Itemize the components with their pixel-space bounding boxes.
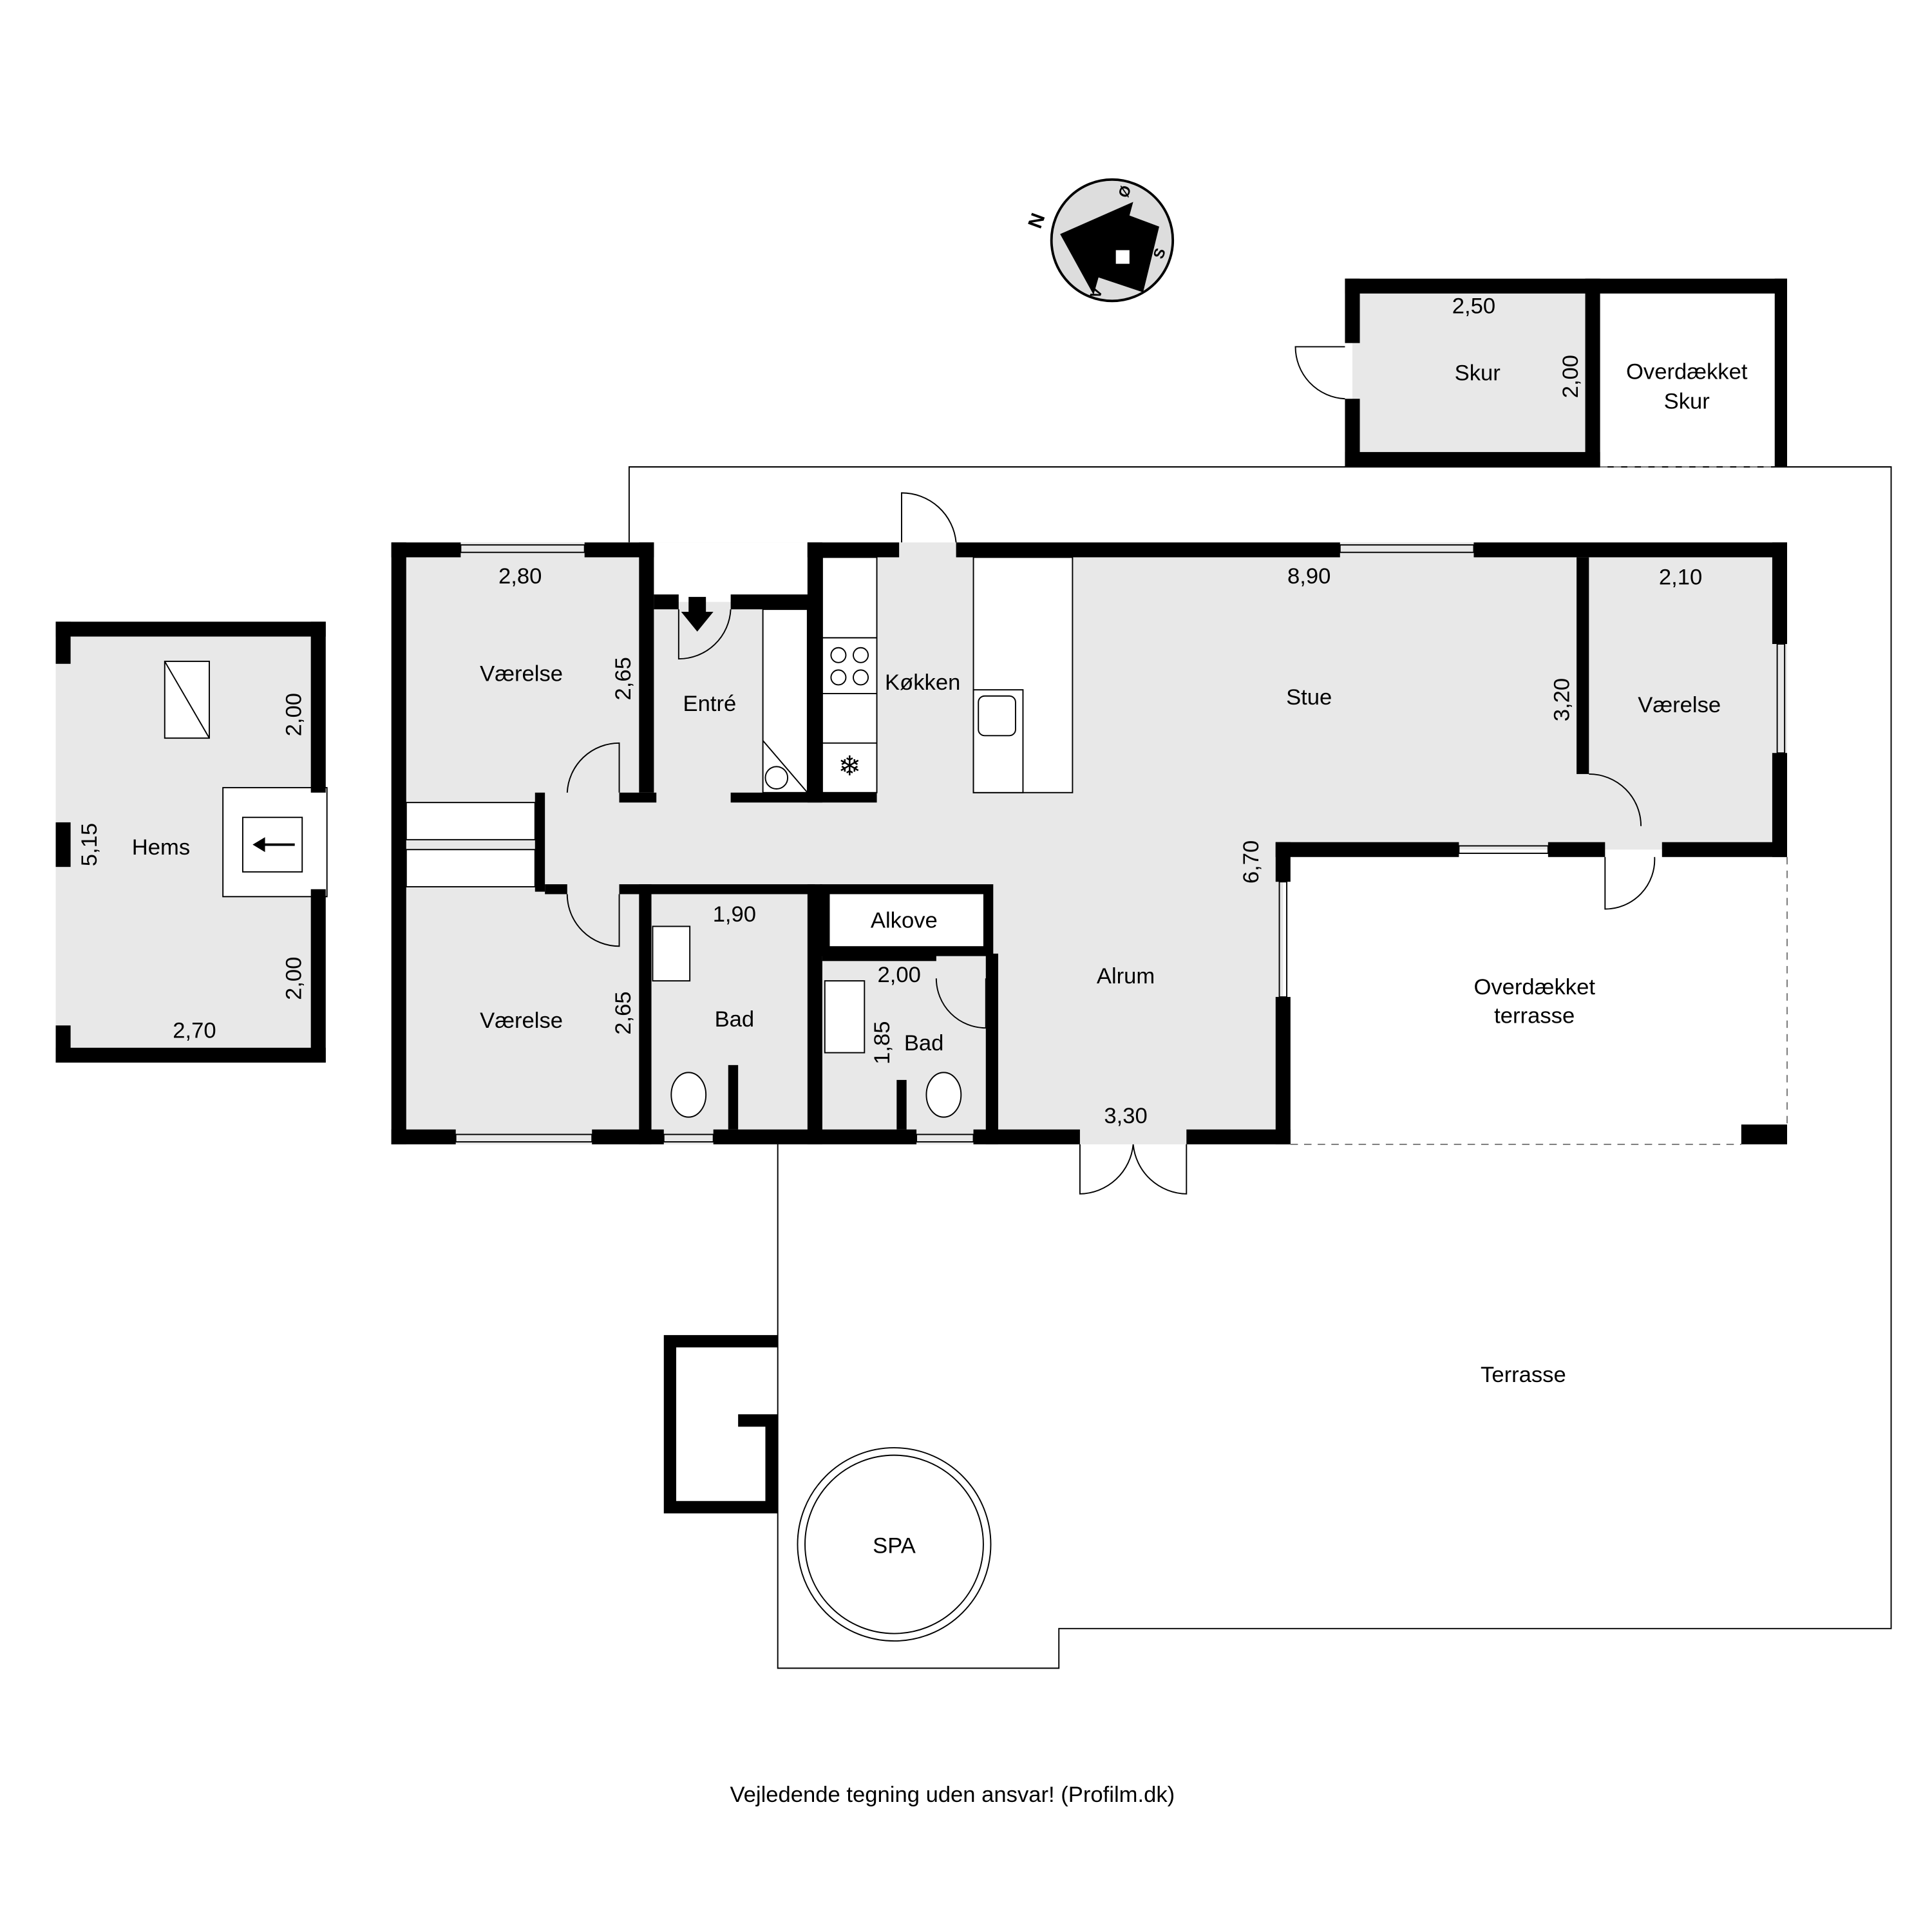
room-label: Værelse xyxy=(1638,693,1721,717)
alkove-room xyxy=(820,884,994,956)
room-label: Terrasse xyxy=(1481,1363,1566,1387)
room-label: Entré xyxy=(683,692,737,716)
dimension-label: 3,30 xyxy=(1104,1104,1147,1128)
dimension-label: 6,70 xyxy=(1239,840,1264,884)
room-label: Stue xyxy=(1286,685,1332,710)
door-overdaekket[interactable] xyxy=(1604,857,1656,910)
closet xyxy=(405,802,536,840)
dimension-label: 2,10 xyxy=(1659,565,1702,590)
dimension-label: 1,85 xyxy=(870,1021,895,1065)
spa-tub-inner xyxy=(804,1454,984,1634)
dimension-label: 2,00 xyxy=(877,963,920,987)
room-label: Bad xyxy=(715,1007,755,1032)
room-label: Værelse xyxy=(480,662,563,687)
door-kitchen[interactable] xyxy=(901,492,957,543)
svg-text:S: S xyxy=(1150,246,1169,261)
toilet-icon xyxy=(925,1072,962,1118)
freezer-icon: ❄ xyxy=(838,751,861,781)
front-door[interactable] xyxy=(677,609,732,660)
sink-basin xyxy=(978,695,1016,737)
washer-dryer-icon xyxy=(762,740,808,793)
room-label: Skur xyxy=(1664,390,1710,414)
dimension-label: 2,00 xyxy=(281,957,306,1000)
spa-tub xyxy=(797,1447,992,1642)
door-vaerelse[interactable] xyxy=(566,894,620,947)
entrance-arrow-icon xyxy=(681,596,714,632)
dimension-label: 2,65 xyxy=(611,991,636,1034)
bath-sink xyxy=(652,925,691,982)
dimension-label: 1,90 xyxy=(713,902,756,927)
room-label: SPA xyxy=(873,1534,916,1558)
outdoor-wall xyxy=(663,1335,778,1513)
svg-text:V: V xyxy=(1086,285,1106,301)
room-label: terrasse xyxy=(1494,1003,1575,1028)
windows xyxy=(455,544,1786,1143)
hems-building xyxy=(55,621,328,1063)
door-bad[interactable] xyxy=(935,978,987,1029)
labels: Værelse Værelse Værelse Entré Køkken Stu… xyxy=(77,294,1748,1808)
door-terrace[interactable] xyxy=(1079,1144,1188,1195)
room-label: Overdækket xyxy=(1473,975,1595,999)
dryer-icon xyxy=(764,766,789,790)
room-label: Køkken xyxy=(885,670,960,695)
dimension-label: 2,65 xyxy=(611,657,636,700)
house-floor xyxy=(391,542,1788,1147)
terrace-outline xyxy=(628,466,1892,1669)
bath-sink xyxy=(824,980,866,1054)
svg-text:N: N xyxy=(1023,210,1049,231)
room-label: Værelse xyxy=(480,1009,563,1033)
skur-building xyxy=(1294,278,1787,468)
dimension-label: 2,00 xyxy=(1558,355,1583,398)
door-vaerelse-right[interactable] xyxy=(1589,773,1642,826)
footer-disclaimer: Vejledende tegning uden ansvar! (Profilm… xyxy=(730,1783,1175,1807)
dimension-label: 2,00 xyxy=(281,693,306,736)
room-label: Overdækket xyxy=(1626,359,1748,384)
stove-icon xyxy=(822,637,877,744)
walls xyxy=(391,542,1787,1144)
room-label: Bad xyxy=(904,1031,944,1056)
entre-closet xyxy=(762,609,808,793)
room-label: Hems xyxy=(132,835,190,860)
dimension-label: 5,15 xyxy=(77,823,102,866)
closet xyxy=(405,849,536,887)
toilet-icon xyxy=(670,1072,707,1118)
dimension-label: 2,70 xyxy=(173,1019,216,1043)
dimension-label: 2,50 xyxy=(1452,294,1495,319)
door-vaerelse[interactable] xyxy=(566,742,620,793)
room-label: Alrum xyxy=(1097,964,1155,989)
dimension-label: 3,20 xyxy=(1550,678,1575,721)
room-label: Skur xyxy=(1455,361,1501,385)
dimension-label: 2,80 xyxy=(498,564,542,589)
compass-icon: N Ø S V xyxy=(1023,178,1175,303)
room-label: Alkove xyxy=(871,908,938,933)
dimension-label: 8,90 xyxy=(1287,564,1331,589)
